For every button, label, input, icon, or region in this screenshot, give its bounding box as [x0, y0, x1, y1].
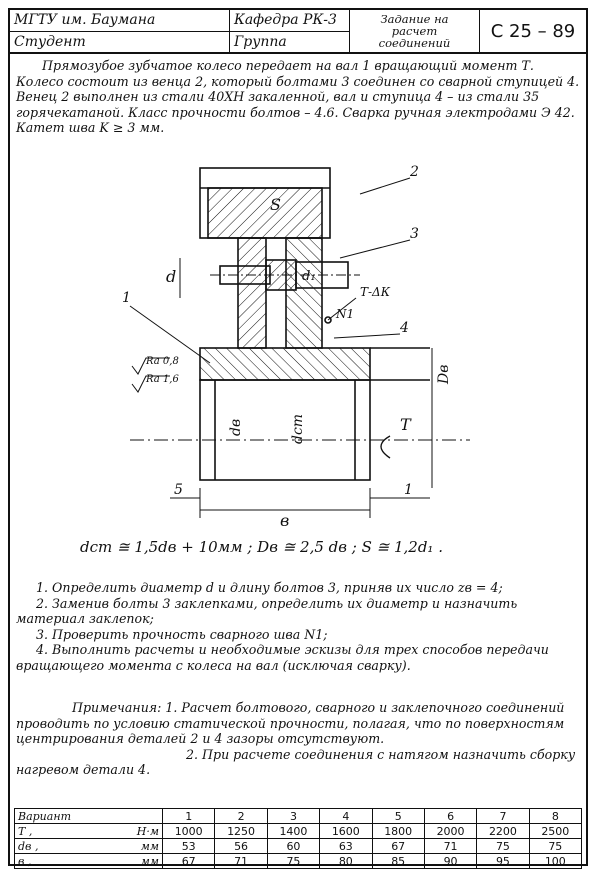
table-cell: 80: [319, 853, 373, 869]
variant-number: 4: [319, 808, 373, 824]
variant-number: 6: [423, 808, 478, 824]
label-n1: N1: [335, 307, 354, 321]
assembly-drawing: 2 3 4 1 S d d₁ Т-ΔК N1 Ra 0,8 Ra 1,6 dв …: [122, 164, 470, 530]
label-dv: dв: [228, 419, 244, 436]
label-dim-1: 1: [404, 482, 413, 498]
label-Dv: Dв: [436, 365, 452, 385]
variant-number: 7: [476, 808, 530, 824]
task-item: 3. Проверить прочность сварного шва N1;: [36, 626, 328, 642]
table-cell: 95: [476, 853, 530, 869]
label-weld: Т-ΔК: [360, 285, 391, 299]
task-code: С 25 – 89: [490, 21, 576, 42]
assignment-sheet: МГТУ им. Баумана Кафедра РК-3 Студент Гр…: [8, 8, 588, 869]
table-cell: 60: [266, 838, 321, 854]
label-d1: d₁: [302, 269, 316, 284]
label-roughness-1: Ra 0,8: [145, 356, 179, 367]
task-item: 1. Определить диаметр d и длину болтов 3…: [36, 580, 503, 595]
task-list: 1. Определить диаметр d и длину болтов 3…: [16, 580, 582, 673]
table-cell: 1000: [161, 823, 216, 839]
note-1: Примечания: 1. Расчет болтового, сварног…: [16, 700, 565, 746]
task-item: 2. Заменив болты 3 заклепками, определит…: [16, 595, 518, 627]
table-cell: 67: [161, 853, 216, 869]
table-cell: 1800: [371, 823, 425, 839]
row-label: в ,: [14, 853, 115, 869]
table-cell: 100: [528, 853, 583, 869]
formula-line: dст ≅ 1,5dв + 10мм ; Dв ≅ 2,5 dв ; S ≅ 1…: [80, 538, 443, 556]
table-cell: 67: [371, 838, 425, 854]
label-dim-5: 5: [174, 482, 183, 498]
table-cell: 53: [161, 838, 216, 854]
row-label: dв ,: [14, 838, 115, 854]
label-s: S: [270, 195, 281, 214]
table-cell: 75: [476, 838, 530, 854]
header-table: МГТУ им. Баумана Кафедра РК-3 Студент Гр…: [10, 10, 586, 54]
table-row: dв , мм 53 56 60 63 67 71 75 75: [14, 838, 583, 854]
table-cell: 56: [214, 838, 268, 854]
label-dst: dст: [290, 414, 306, 444]
label-part-2: 2: [409, 164, 419, 180]
table-header-row: Вариант 1 2 3 4 5 6 7 8: [14, 808, 583, 824]
table-cell: 75: [266, 853, 321, 869]
table-cell: 71: [214, 853, 268, 869]
variants-table: Вариант 1 2 3 4 5 6 7 8 T , Н·м 1000 125…: [14, 808, 583, 869]
table-cell: 1600: [319, 823, 373, 839]
row-unit: Н·м: [114, 823, 163, 839]
problem-statement: Прямозубое зубчатое колесо передает на в…: [16, 58, 580, 135]
label-part-3: 3: [410, 226, 419, 242]
table-cell: 85: [371, 853, 425, 869]
label-torque-T: T: [400, 415, 412, 434]
variant-header: Вариант: [14, 808, 163, 824]
table-row: T , Н·м 1000 1250 1400 1600 1800 2000 22…: [14, 823, 583, 839]
table-cell: 71: [423, 838, 478, 854]
variant-number: 8: [528, 808, 583, 824]
table-cell: 75: [528, 838, 583, 854]
university-name: МГТУ им. Баумана: [10, 10, 230, 32]
student-field: Студент: [10, 32, 230, 54]
notes: Примечания: 1. Расчет болтового, сварног…: [16, 700, 582, 778]
table-cell: 90: [423, 853, 478, 869]
label-b: в: [280, 511, 289, 530]
label-part-4: 4: [399, 320, 409, 336]
variant-number: 3: [266, 808, 321, 824]
task-item: 4. Выполнить расчеты и необходимые эскиз…: [16, 642, 549, 673]
note-2: 2. При расчете соединения с натягом назн…: [16, 746, 576, 778]
variant-number: 5: [371, 808, 425, 824]
table-cell: 1250: [214, 823, 268, 839]
variant-number: 2: [214, 808, 268, 824]
table-cell: 2500: [528, 823, 583, 839]
table-cell: 1400: [266, 823, 321, 839]
variant-number: 1: [161, 808, 216, 824]
table-cell: 2000: [423, 823, 478, 839]
label-part-1: 1: [122, 290, 131, 306]
row-label: T ,: [14, 823, 115, 839]
task-title: Задание на расчет соединений: [350, 10, 480, 54]
table-cell: 63: [319, 838, 373, 854]
label-roughness-2: Ra 1,6: [145, 374, 179, 385]
table-row: в , мм 67 71 75 80 85 90 95 100: [14, 853, 583, 869]
group-field: Группа: [230, 32, 350, 54]
row-unit: мм: [114, 838, 163, 854]
table-cell: 2200: [476, 823, 530, 839]
department-name: Кафедра РК-3: [230, 10, 350, 32]
label-d: d: [166, 267, 176, 286]
row-unit: мм: [114, 853, 163, 869]
